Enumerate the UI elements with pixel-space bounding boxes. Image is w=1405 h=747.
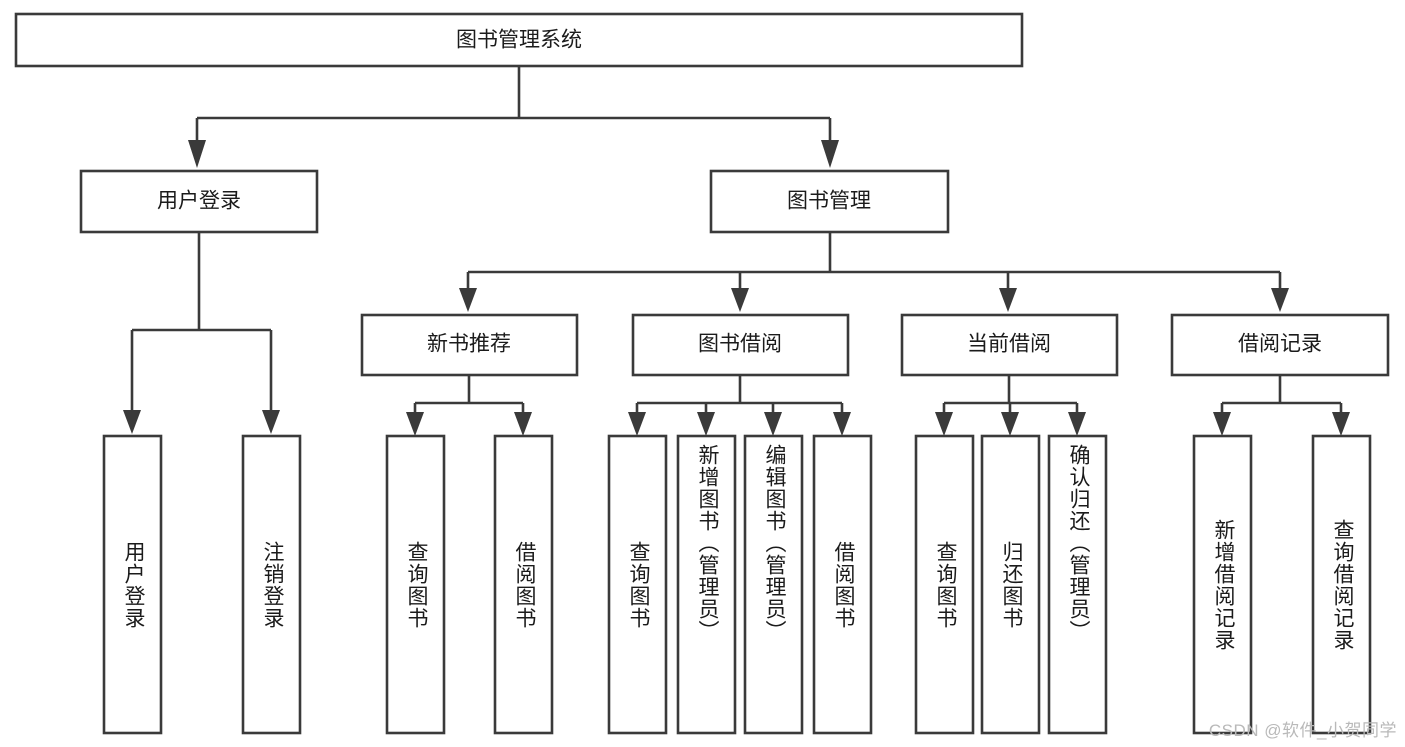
arrow-head-borrow-record xyxy=(1271,288,1289,312)
arrow-head-leaf-borrow-book-2 xyxy=(833,412,851,436)
node-leaf-borrow-book-2-box[interactable] xyxy=(812,434,873,735)
node-current-borrow[interactable]: 当前借阅 xyxy=(900,313,1119,377)
connector-borrowrecord-to-leaves xyxy=(1213,375,1350,436)
node-leaf-query-record-box[interactable] xyxy=(1311,434,1372,735)
arrow-head-leaf-add-book xyxy=(697,412,715,436)
node-leaf-edit-book-box[interactable] xyxy=(743,434,804,735)
arrow-head-leaf-query-book-3 xyxy=(935,412,953,436)
node-leaf-return-book-box[interactable] xyxy=(980,434,1041,735)
arrow-head-leaf-query-book-1 xyxy=(406,412,424,436)
arrow-head-leaf-add-record xyxy=(1213,412,1231,436)
node-root[interactable]: 图书管理系统 xyxy=(14,12,1024,68)
watermark-text: CSDN @软件_小贺同学 xyxy=(1208,721,1397,740)
node-book-borrow-box[interactable] xyxy=(631,313,850,377)
arrow-head-current-borrow xyxy=(999,288,1017,312)
node-leaf-user-logout-box[interactable] xyxy=(241,434,302,735)
node-book-management-label: 图书管理 xyxy=(787,190,871,213)
connector-newbook-to-leaves xyxy=(406,375,532,436)
node-new-book-recommend[interactable]: 新书推荐 xyxy=(360,313,579,377)
node-current-borrow-box[interactable] xyxy=(900,313,1119,377)
node-root-box[interactable] xyxy=(14,12,1024,68)
leaf-boxes xyxy=(102,434,1372,735)
node-borrow-record-box[interactable] xyxy=(1170,313,1390,377)
node-book-borrow-label: 图书借阅 xyxy=(698,333,782,356)
arrow-head-book-management xyxy=(821,140,839,168)
node-user-login-label: 用户登录 xyxy=(157,190,241,213)
node-leaf-add-book-box[interactable] xyxy=(676,434,737,735)
arrow-head-leaf-user-login xyxy=(123,410,141,434)
arrow-head-new-book-recommend xyxy=(459,288,477,312)
node-borrow-record[interactable]: 借阅记录 xyxy=(1170,313,1390,377)
arrow-head-leaf-confirm-return xyxy=(1068,412,1086,436)
arrow-head-leaf-return-book xyxy=(1001,412,1019,436)
connector-userlogin-to-leaves xyxy=(123,232,280,434)
connector-bookmgmt-to-level2 xyxy=(459,232,1289,312)
node-book-management[interactable]: 图书管理 xyxy=(709,169,950,234)
connector-root-to-level1 xyxy=(188,66,839,168)
node-current-borrow-label: 当前借阅 xyxy=(967,333,1051,356)
node-new-book-recommend-box[interactable] xyxy=(360,313,579,377)
node-user-login-box[interactable] xyxy=(79,169,319,234)
arrow-head-user-login xyxy=(188,140,206,168)
node-leaf-add-record-box[interactable] xyxy=(1192,434,1253,735)
node-book-management-box[interactable] xyxy=(709,169,950,234)
arrow-head-book-borrow xyxy=(731,288,749,312)
arrow-head-leaf-borrow-book-1 xyxy=(514,412,532,436)
node-leaf-user-login-box[interactable] xyxy=(102,434,163,735)
node-book-borrow[interactable]: 图书借阅 xyxy=(631,313,850,377)
node-leaf-confirm-return-box[interactable] xyxy=(1047,434,1108,735)
node-new-book-recommend-label: 新书推荐 xyxy=(427,333,511,356)
node-borrow-record-label: 借阅记录 xyxy=(1238,333,1322,356)
node-leaf-borrow-book-1-box[interactable] xyxy=(493,434,554,735)
node-root-label: 图书管理系统 xyxy=(456,29,582,52)
node-leaf-query-book-2-box[interactable] xyxy=(607,434,668,735)
node-leaf-query-book-3-box[interactable] xyxy=(914,434,975,735)
arrow-head-leaf-query-record xyxy=(1332,412,1350,436)
arrow-head-leaf-user-logout xyxy=(262,410,280,434)
arrow-head-leaf-query-book-2 xyxy=(628,412,646,436)
arrow-head-leaf-edit-book xyxy=(764,412,782,436)
connector-currentborrow-to-leaves xyxy=(935,375,1086,436)
node-user-login[interactable]: 用户登录 xyxy=(79,169,319,234)
connector-bookborrow-to-leaves xyxy=(628,375,851,436)
node-leaf-query-book-1-box[interactable] xyxy=(385,434,446,735)
